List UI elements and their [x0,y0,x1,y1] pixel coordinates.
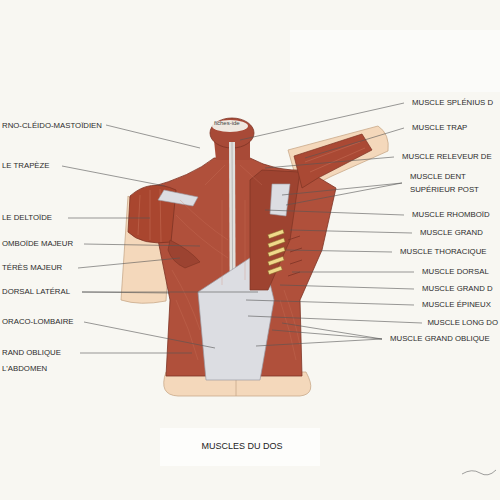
muscle-label: LE DELTOÏDE [2,213,52,223]
muscle-label: MUSCLE LONG DO [427,318,498,328]
caption: MUSCLES DU DOS [201,441,282,451]
muscle-label: RNO-CLÉIDO-MASTOÏDIEN [2,121,102,131]
muscle-label: MUSCLE GRAND D [422,284,493,294]
muscle-label: MUSCLE RELEVEUR DE [402,152,492,162]
muscle-label: TÉRÈS MAJEUR [2,263,62,273]
muscle-label: MUSCLE GRAND [420,228,483,238]
muscle-label: MUSCLE DENT [410,172,466,182]
muscle-label: MUSCLE GRAND OBLIQUE [390,334,490,344]
muscle-label: MUSCLE RHOMBOÏD [412,210,490,220]
muscle-label: L'ABDOMEN [2,364,47,374]
muscle-label: MUSCLE SPLÉNIUS D [412,98,493,108]
muscle-label: ORACO-LOMBAIRE [2,317,73,327]
muscle-label: RAND OBLIQUE [2,348,61,358]
muscle-label: OMBOÏDE MAJEUR [2,239,73,249]
muscle-label: MUSCLE DORSAL [422,267,489,277]
muscle-label: MUSCLE THORACIQUE [400,247,487,257]
muscle-label: LE TRAPÈZE [2,161,50,171]
muscle-label: DORSAL LATÉRAL [2,287,70,297]
muscle-label: MUSCLE ÉPINEUX [422,300,491,310]
muscle-label: SUPÉRIEUR POST [410,185,479,195]
muscle-label: MUSCLE TRAP [412,123,467,133]
watermark: fiches-ide [214,118,240,128]
